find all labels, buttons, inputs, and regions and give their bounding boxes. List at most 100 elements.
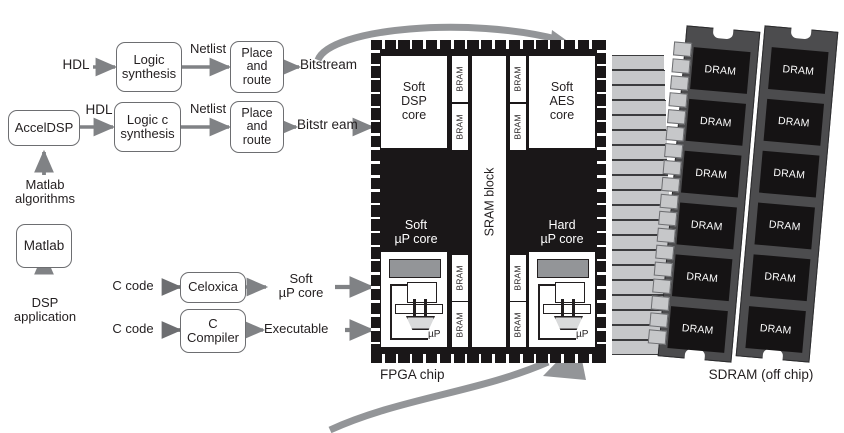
chip-pin	[597, 91, 606, 95]
dimm-notch-top	[712, 26, 734, 40]
sram-block[interactable]: SRAM block	[472, 56, 506, 347]
bus-line	[612, 145, 668, 160]
block-soft-aes-core[interactable]: Soft AES core	[529, 56, 595, 148]
up-glyph-label: µP	[428, 329, 441, 340]
dram-chip-label: DRAM	[781, 63, 815, 78]
dram-chip-label: DRAM	[703, 63, 737, 78]
box-celoxica-label: Celoxica	[188, 279, 238, 295]
bus-line	[612, 70, 665, 85]
dram-chip[interactable]: DRAM	[671, 254, 733, 302]
bram-block[interactable]: BRAM	[452, 104, 468, 150]
bram-block[interactable]: BRAM	[510, 56, 526, 102]
chip-pin	[371, 63, 380, 67]
chip-pin	[597, 341, 606, 345]
chip-pin	[371, 230, 380, 234]
label-netlist-second: Netlist	[189, 101, 227, 116]
dram-chip[interactable]: DRAM	[749, 254, 811, 302]
chip-pin	[371, 258, 380, 262]
dimm-contact	[665, 126, 685, 142]
bram-block[interactable]: BRAM	[510, 255, 526, 301]
chip-pin	[371, 189, 380, 192]
chip-pin	[533, 354, 537, 363]
box-acceldsp-label: AccelDSP	[14, 119, 74, 135]
box-c-compiler[interactable]: C Compiler	[180, 309, 246, 353]
chip-pin	[464, 354, 468, 363]
chip-pin	[451, 354, 454, 363]
dimm-contact	[650, 295, 670, 311]
dimm-contact	[671, 58, 691, 74]
chip-pin	[597, 272, 606, 275]
fpga-chip[interactable]: Soft DSP core Soft AES core BRAM BRAM BR…	[371, 40, 606, 363]
block-hard-up-core[interactable]: µP	[529, 252, 595, 347]
chip-pin	[597, 286, 606, 289]
box-matlab[interactable]: Matlab	[16, 224, 72, 268]
chip-pin	[597, 133, 606, 136]
label-executable: Executable	[264, 321, 329, 336]
bus-line	[612, 175, 669, 190]
box-place-and-route-second[interactable]: Place and route	[230, 101, 284, 153]
dimm-contact	[656, 227, 676, 244]
box-logic-synthesis-second[interactable]: Logic c synthesis	[114, 102, 181, 152]
chip-pin	[395, 40, 399, 49]
chip-pin	[561, 354, 564, 363]
bram-block[interactable]: BRAM	[452, 302, 468, 347]
block-soft-up-core[interactable]: µP	[381, 252, 447, 347]
chip-pin	[371, 77, 380, 81]
dram-chip-label: DRAM	[777, 114, 811, 130]
bram-label: BRAM	[455, 265, 466, 291]
box-acceldsp[interactable]: AccelDSP	[8, 110, 80, 146]
dram-chip[interactable]: DRAM	[759, 150, 820, 198]
dimm-contact	[647, 329, 667, 345]
box-matlab-label: Matlab	[23, 237, 65, 253]
box-place-and-route-top[interactable]: Place and route	[230, 41, 284, 93]
chip-pin	[492, 354, 495, 363]
bus-line	[612, 205, 670, 220]
dram-chip[interactable]: DRAM	[754, 202, 815, 250]
bram-block[interactable]: BRAM	[510, 104, 526, 150]
up-register	[407, 282, 437, 303]
dram-chip[interactable]: DRAM	[690, 47, 751, 94]
dram-chip[interactable]: DRAM	[685, 98, 746, 146]
dram-chip[interactable]: DRAM	[667, 306, 728, 353]
chip-pin	[371, 216, 380, 220]
bus-line	[612, 100, 666, 115]
chip-pin	[371, 286, 380, 289]
chip-pin	[409, 40, 413, 49]
bus-line	[612, 55, 664, 70]
chip-pin	[371, 244, 380, 248]
chip-pin	[597, 300, 606, 303]
chip-pin	[423, 40, 426, 49]
bram-label: BRAM	[513, 265, 524, 291]
dram-chip[interactable]: DRAM	[745, 306, 806, 353]
dram-chip[interactable]: DRAM	[676, 202, 737, 250]
chip-pin	[437, 40, 440, 49]
bram-block[interactable]: BRAM	[452, 56, 468, 102]
chip-pin	[597, 328, 606, 331]
dram-chip[interactable]: DRAM	[681, 150, 742, 198]
dram-chip-label: DRAM	[772, 166, 806, 182]
bram-block[interactable]: BRAM	[510, 302, 526, 347]
bram-label: BRAM	[513, 66, 524, 92]
dram-chip-label: DRAM	[685, 270, 719, 286]
bram-label: BRAM	[455, 114, 466, 140]
chip-pin	[371, 300, 380, 303]
dram-chip[interactable]: DRAM	[768, 47, 829, 94]
box-celoxica[interactable]: Celoxica	[180, 272, 246, 303]
chip-pin	[371, 119, 380, 123]
chip-pin	[589, 354, 592, 363]
chip-pin	[492, 40, 495, 49]
bram-block[interactable]: BRAM	[452, 255, 468, 301]
chip-pin	[597, 63, 606, 67]
box-logic-synthesis-second-label: Logic c synthesis	[120, 111, 175, 141]
chip-pin	[371, 91, 380, 95]
dimm-contact	[664, 142, 684, 159]
block-soft-dsp-core[interactable]: Soft DSP core	[381, 56, 447, 148]
dimm-contact	[667, 109, 687, 125]
dram-chip[interactable]: DRAM	[763, 98, 824, 146]
chip-pin	[371, 50, 380, 53]
chip-pin	[561, 40, 564, 49]
chip-pin	[547, 354, 551, 363]
box-logic-synthesis-top[interactable]: Logic synthesis	[116, 42, 182, 92]
chip-pin	[371, 105, 380, 109]
